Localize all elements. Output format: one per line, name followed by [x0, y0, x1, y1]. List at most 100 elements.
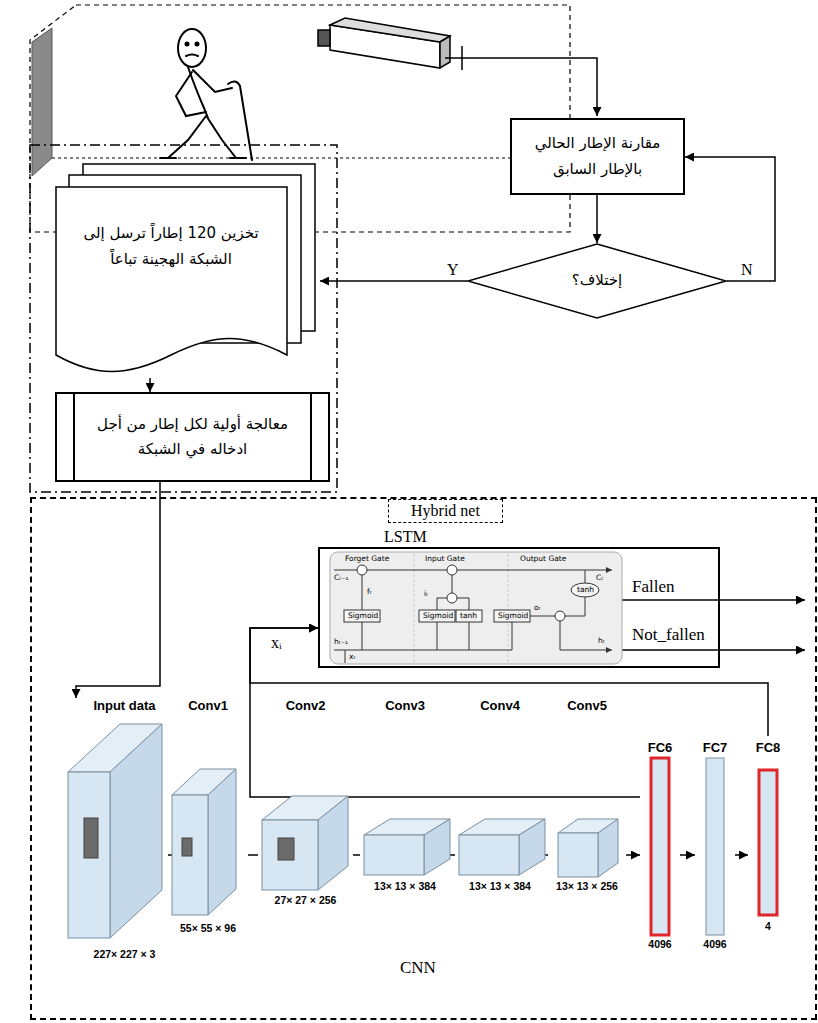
predefined-process: معالجة أولية لكل إطار من أجل ادخاله في ا… — [55, 392, 330, 482]
lstm-cell-label: tanh — [460, 612, 477, 620]
layer-name: Conv5 — [538, 698, 636, 713]
conv-layer: Conv227× 27 × 256 — [258, 698, 353, 908]
fc-layer: FC74096 — [695, 736, 735, 956]
lstm-cell-part — [447, 593, 457, 603]
document-text: تخزين 120 إطاراً ترسل إلى الشبكة الهجينة… — [65, 221, 277, 272]
lstm-cell-label: xₜ — [349, 653, 356, 661]
conv-layer: Conv413× 13 × 384 — [455, 698, 545, 898]
lstm-cell-part — [334, 570, 612, 571]
lstm-cell-part — [344, 610, 380, 622]
elderly-figure-part — [193, 70, 232, 92]
elderly-figure-part — [228, 81, 252, 160]
conv-layer: Conv513× 13 × 256 — [548, 698, 626, 898]
layer-shape — [748, 736, 788, 938]
lstm-cell-part — [571, 583, 599, 597]
group-frame-part — [30, 145, 337, 492]
connector — [680, 854, 695, 856]
lstm-cell-part — [452, 575, 453, 593]
document-page — [56, 187, 287, 372]
layer-dimension: 13× 13 × 256 — [538, 880, 636, 892]
process-text: معالجة أولية لكل إطار من أجل ادخاله في ا… — [87, 412, 298, 463]
elderly-figure-part — [186, 55, 198, 57]
connector — [450, 854, 455, 856]
lstm-box: LSTM — [318, 547, 720, 668]
output-arrows — [622, 600, 805, 650]
fc-bar — [651, 758, 669, 935]
room-part — [52, 157, 540, 158]
lstm-title: LSTM — [384, 528, 427, 546]
layer-front — [459, 835, 519, 875]
layer-dimension: 4096 — [685, 938, 745, 950]
camera-part — [445, 46, 462, 70]
box-text: مقارنة الإطار الحالي بالإطار السابق — [522, 131, 673, 182]
lstm-cell-part — [362, 575, 363, 610]
connector — [626, 854, 640, 856]
lstm-cell-part — [585, 570, 586, 583]
layer-name: Conv1 — [158, 698, 258, 713]
lstm-cell-part — [345, 650, 346, 663]
lstm-cell-label: Sigmoid — [498, 612, 528, 620]
lstm-cell-label: Forget Gate — [345, 555, 389, 563]
camera — [318, 18, 462, 70]
edge-label: N — [740, 261, 754, 279]
elderly-figure-part — [196, 43, 199, 46]
elderly-figure-part — [186, 43, 189, 46]
layer-front — [172, 795, 208, 915]
lstm-cell-part — [357, 565, 367, 575]
layer-dimension: 13× 13 × 384 — [445, 880, 555, 892]
predefined-bar — [310, 394, 312, 480]
connector — [735, 854, 748, 856]
kernel — [182, 838, 192, 856]
fc-bar — [759, 770, 777, 915]
layer-dimension: 27× 27 × 256 — [248, 894, 363, 906]
layer-side — [424, 819, 450, 875]
layer-front — [364, 835, 424, 875]
lstm-cell-part — [530, 616, 555, 617]
output-arrows-part — [622, 599, 805, 601]
hybrid-net-region: Hybrid netLSTMInput data227× 227 × 3Conv… — [30, 497, 817, 1020]
process-box: مقارنة الإطار الحالي بالإطار السابق — [510, 118, 685, 195]
kernel — [84, 818, 98, 858]
lstm-cell-part — [555, 611, 565, 621]
document-text-wrap: تخزين 120 إطاراً ترسل إلى الشبكة الهجينة… — [65, 221, 277, 272]
predefined-bar — [73, 394, 75, 480]
lstm-cell-part — [456, 610, 482, 622]
lstm-cell-part — [330, 552, 622, 664]
lstm-cell-label: Sigmoid — [348, 612, 378, 620]
layer-name: Conv3 — [350, 698, 460, 713]
lstm-cell-label: iₜ — [424, 590, 428, 598]
connector — [149, 378, 151, 392]
decision-diamond: إختلاف؟ — [467, 243, 727, 319]
elderly-figure — [160, 29, 252, 160]
lstm-cell-part — [419, 610, 455, 622]
edge-label: xᵢ — [270, 634, 283, 652]
lstm-cell-part — [437, 598, 447, 610]
connector — [596, 195, 598, 243]
layer-dimension: 4 — [738, 920, 798, 932]
layer-side — [519, 819, 545, 875]
output-arrows-part — [622, 649, 805, 651]
document-outline — [55, 163, 320, 378]
layer-shape — [640, 736, 680, 956]
diamond-text-wrap: إختلاف؟ — [467, 243, 727, 319]
lstm-cell-part — [494, 610, 530, 622]
layer-dimension: 55× 55 × 96 — [158, 922, 258, 934]
lstm-cell-label: Sigmoid — [423, 612, 453, 620]
conv-layer: Conv313× 13 × 384 — [360, 698, 450, 898]
lstm-cell-part — [457, 598, 469, 610]
wall-part — [32, 28, 52, 176]
layer-shape — [455, 698, 545, 898]
layer-dimension: 4096 — [630, 938, 690, 950]
region-title: Hybrid net — [388, 499, 503, 523]
layer-name: Conv4 — [445, 698, 555, 713]
connector — [248, 854, 258, 856]
layer-front — [68, 772, 110, 938]
camera-part — [440, 36, 450, 68]
layer-name: FC6 — [630, 740, 690, 755]
layer-side — [598, 819, 618, 877]
layer-name: FC8 — [738, 740, 798, 755]
camera-wire — [462, 58, 597, 116]
lstm-cell-label: oₜ — [534, 604, 541, 612]
layer-name: FC7 — [685, 740, 745, 755]
